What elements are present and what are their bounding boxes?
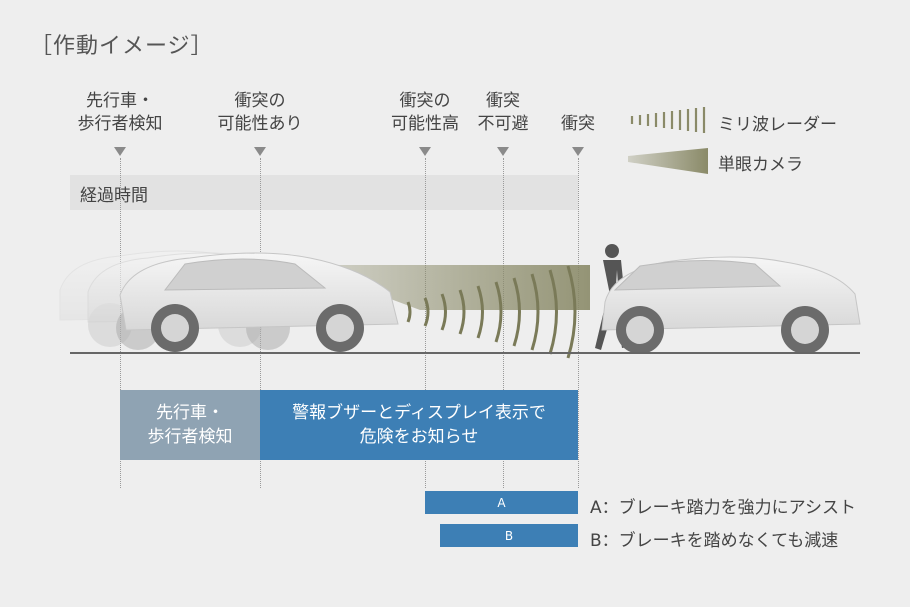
radar-beam — [406, 265, 577, 359]
diagram-title: ［作動イメージ］ — [30, 34, 214, 59]
event-label-detect-text: 先行車・ 歩行者検知 — [77, 91, 163, 134]
event-label-collision-text: 衝突 — [561, 114, 595, 134]
marker-triangle — [497, 147, 509, 156]
marker-triangle — [254, 147, 266, 156]
radar-legend-label: ミリ波レーダー — [718, 115, 837, 135]
camera-legend-icon — [628, 148, 708, 174]
event-label-high: 衝突の 可能性高 — [391, 90, 459, 136]
brake-b-marker: B — [504, 528, 514, 543]
brake-b-description: B：ブレーキを踏めなくても減速 — [590, 531, 839, 551]
brake-a-description: A：ブレーキ踏力を強力にアシスト — [590, 498, 856, 518]
detection-phase-box: 先行車・ 歩行者検知 — [120, 390, 260, 460]
event-label-detect: 先行車・ 歩行者検知 — [78, 90, 163, 136]
guide-line — [578, 158, 579, 488]
marker-triangle — [572, 147, 584, 156]
event-label-unavoidable-text: 衝突 不可避 — [477, 91, 529, 134]
brake-a-marker: A — [497, 495, 506, 510]
event-label-possible: 衝突の 可能性あり — [218, 90, 303, 136]
brake-auto-bar-b: B — [440, 524, 578, 547]
preceding-vehicle — [601, 256, 861, 354]
event-label-high-text: 衝突の 可能性高 — [391, 91, 459, 134]
elapsed-time-bar — [70, 175, 578, 210]
brake-assist-bar-a: A — [425, 491, 578, 514]
camera-legend-label: 単眼カメラ — [718, 155, 803, 175]
elapsed-time-label: 経過時間 — [80, 186, 148, 206]
marker-triangle — [114, 147, 126, 156]
radar-legend-icon — [630, 107, 706, 133]
event-label-unavoidable: 衝突 不可避 — [478, 90, 529, 136]
scene-illustration — [59, 244, 861, 359]
event-label-collision: 衝突 — [561, 113, 595, 136]
warning-phase-label: 警報ブザーとディスプレイ表示で 危険をお知らせ — [292, 403, 546, 447]
guide-line — [503, 158, 504, 488]
marker-triangle — [419, 147, 431, 156]
warning-phase-box: 警報ブザーとディスプレイ表示で 危険をお知らせ — [260, 390, 578, 460]
own-vehicle — [119, 252, 399, 352]
event-label-possible-text: 衝突の 可能性あり — [217, 91, 303, 134]
detection-phase-label: 先行車・ 歩行者検知 — [147, 403, 233, 447]
